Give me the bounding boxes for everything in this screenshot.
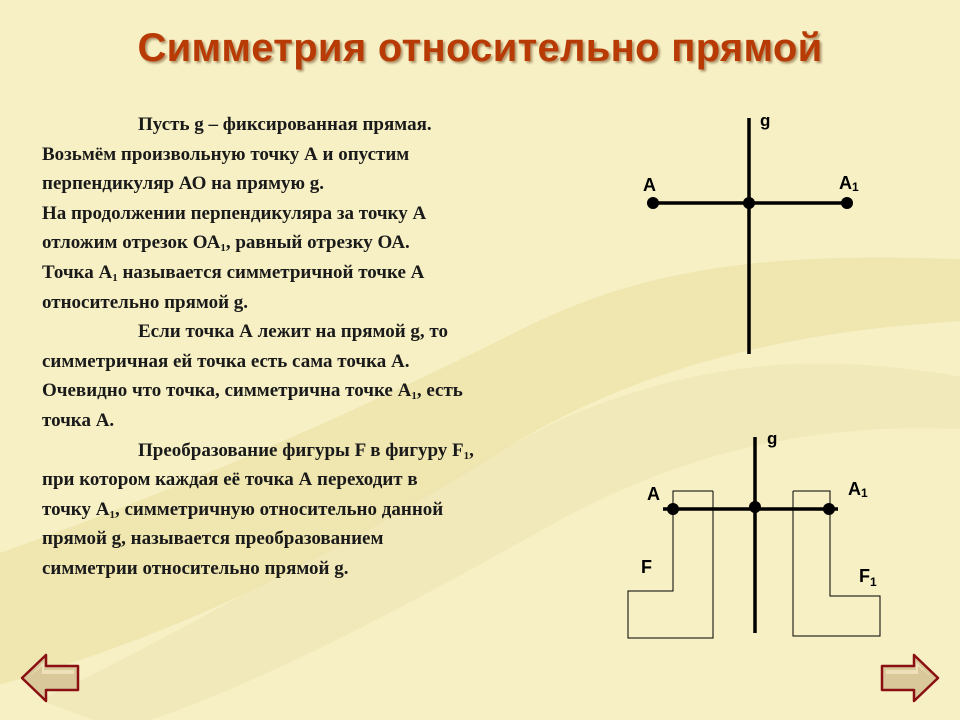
text-line: симметрии относительно прямой g.	[42, 554, 590, 584]
body-text: Пусть g – фиксированная прямая. Возьмём п…	[42, 110, 590, 584]
arrow-right-icon	[880, 653, 940, 703]
text-run: точка А.	[42, 409, 115, 431]
text-run: перпендикуляр АО на прямую g.	[42, 173, 325, 195]
diagram-figure-reflection: g А А1 F F1	[627, 429, 881, 639]
text-run: Пусть g – фиксированная прямая.	[138, 114, 432, 135]
label-a: А	[643, 175, 656, 195]
label-a1-2: А1	[848, 479, 868, 500]
figure-f1	[792, 490, 881, 637]
text-line: при котором каждая её точка А переходит …	[42, 465, 590, 495]
text-run: ,	[469, 439, 474, 461]
text-run: , симметричную относительно данной	[114, 498, 444, 520]
text-line: отложим отрезок ОА1, равный отрезку ОА.	[42, 228, 590, 258]
text-run: при котором каждая её точка А переходит …	[42, 469, 418, 491]
text-run: прямой g, называется преобразованием	[42, 528, 384, 550]
label-f: F	[641, 557, 652, 577]
text-run: Возьмём произвольную точку А и опустим	[42, 143, 410, 165]
text-run: Очевидно что точка, симметрична точке А	[42, 380, 412, 402]
point-a1-2	[823, 503, 835, 515]
text-line: Очевидно что точка, симметрична точке А1…	[42, 376, 590, 406]
text-run: Если точка А лежит на прямой g, то	[138, 321, 449, 343]
text-run: симметричная ей точка есть сама точка А.	[42, 350, 410, 372]
text-line: точку А1, симметричную относительно данн…	[42, 495, 590, 525]
text-run: отложим отрезок ОА	[42, 232, 221, 254]
text-run: Преобразование фигуры F в фигуру F	[138, 439, 464, 461]
subscript: 1	[463, 449, 470, 462]
subscript: 1	[109, 508, 115, 521]
text-run: Точка А	[42, 261, 113, 283]
text-run: симметрии относительно прямой g.	[42, 557, 349, 579]
diagram-point-reflection: g А А1	[643, 111, 859, 354]
label-a1: А1	[839, 173, 859, 194]
subscript: 1	[220, 242, 226, 255]
slide-title: Симметрия относительно прямой	[137, 26, 823, 70]
point-a1	[841, 197, 853, 209]
label-g-2: g	[767, 429, 777, 448]
label-g: g	[760, 111, 770, 130]
point-o-2	[749, 501, 761, 513]
subscript: 1	[112, 271, 118, 284]
text-line: Пусть g – фиксированная прямая.	[42, 110, 590, 140]
subscript: 1	[411, 390, 417, 403]
text-run: относительно прямой g.	[42, 291, 249, 313]
text-line: перпендикуляр АО на прямую g.	[42, 169, 590, 199]
text-line: На продолжении перпендикуляра за точку А	[42, 199, 590, 229]
text-line: Возьмём произвольную точку А и опустим	[42, 140, 590, 170]
text-run: называется симметричной точке А	[117, 261, 425, 283]
text-line: Точка А1 называется симметричной точке А	[42, 258, 590, 288]
text-run: , есть	[416, 380, 463, 402]
label-f1: F1	[859, 566, 877, 589]
text-run: На продолжении перпендикуляра за точку А	[42, 202, 427, 224]
text-run: , равный отрезку ОА.	[225, 232, 410, 254]
text-line: точка А.	[42, 406, 590, 436]
text-line: симметричная ей точка есть сама точка А.	[42, 347, 590, 377]
text-line: относительно прямой g.	[42, 288, 590, 318]
prev-slide-button[interactable]	[18, 652, 82, 704]
figure-f	[627, 490, 714, 639]
point-a	[647, 197, 659, 209]
text-line: Если точка А лежит на прямой g, то	[42, 317, 590, 347]
text-line: прямой g, называется преобразованием	[42, 524, 590, 554]
next-slide-button[interactable]	[878, 652, 942, 704]
point-o	[743, 197, 755, 209]
text-line: Преобразование фигуры F в фигуру F1,	[42, 436, 590, 466]
label-a-2: А	[647, 484, 660, 504]
text-run: точку А	[42, 498, 110, 520]
arrow-left-icon	[20, 653, 80, 703]
